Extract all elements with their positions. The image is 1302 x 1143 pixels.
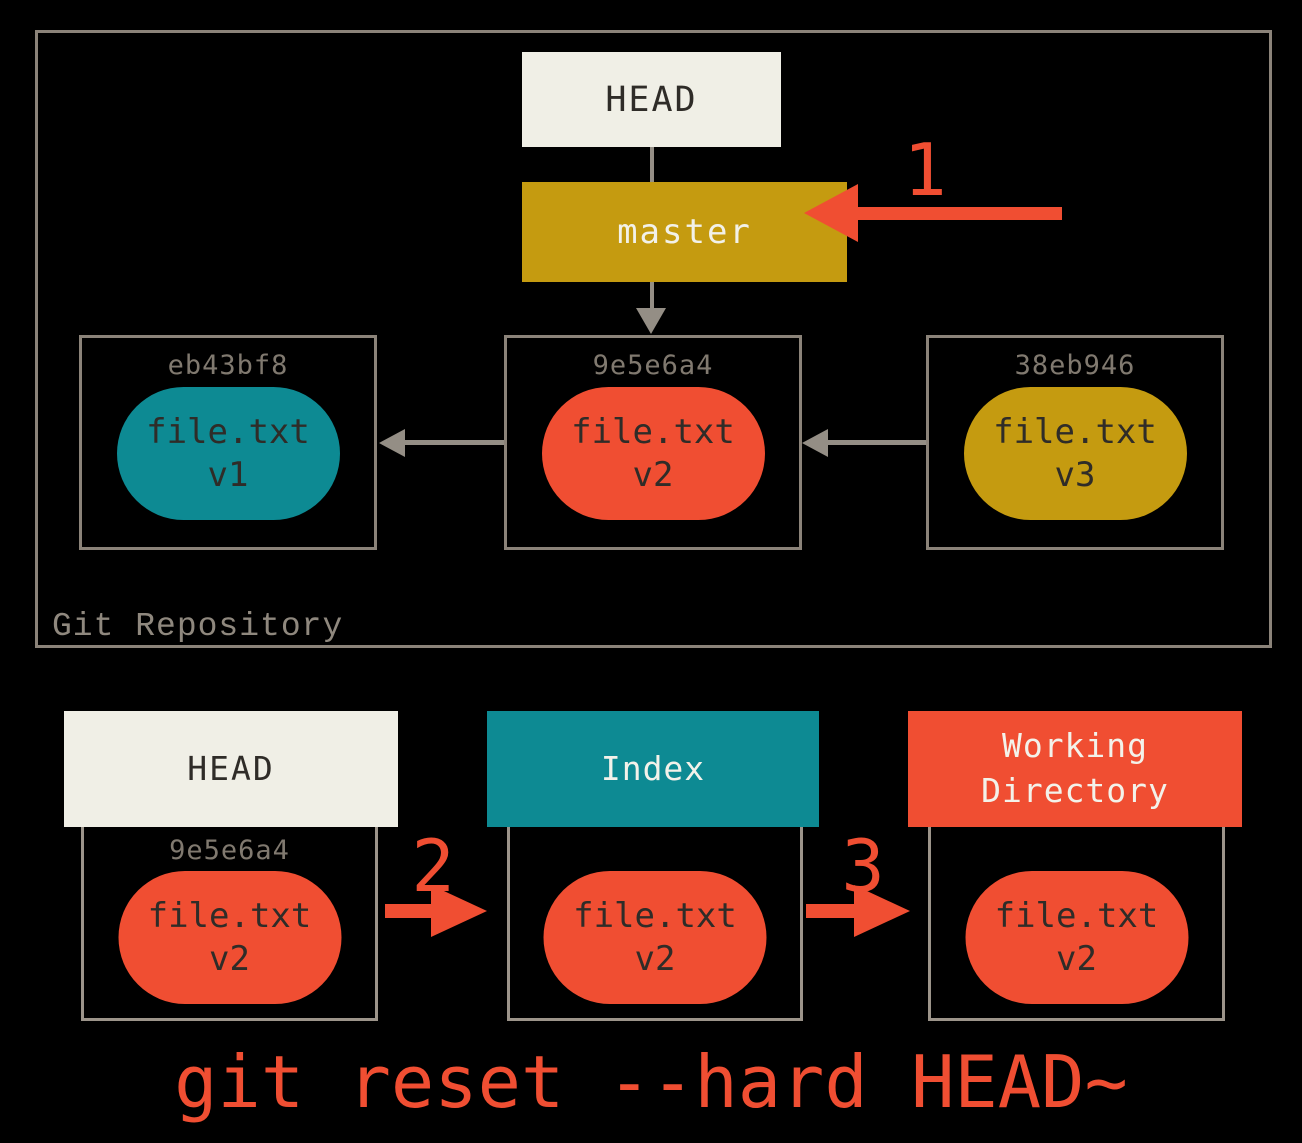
head-to-master-line: [650, 147, 654, 183]
index-area-box: file.txt v2: [507, 824, 803, 1021]
master-branch-box: master: [522, 182, 847, 282]
head-area-title: HEAD: [187, 748, 275, 788]
parent-arrow-line: [404, 440, 504, 445]
file-name-label: file.txt: [994, 895, 1159, 936]
head-area-header: HEAD: [64, 711, 398, 827]
working-directory-file-oval: file.txt v2: [965, 871, 1188, 1004]
working-directory-box: file.txt v2: [928, 824, 1225, 1021]
step3-arrowhead-icon: [854, 885, 910, 937]
index-area-header: Index: [487, 711, 819, 827]
parent-arrowhead-icon: [379, 429, 405, 457]
step2-arrowhead-icon: [431, 885, 487, 937]
step3-number: 3: [841, 824, 885, 908]
file-name-label: file.txt: [147, 895, 312, 936]
head-pointer-label: HEAD: [605, 79, 698, 120]
step1-arrow-line: [856, 207, 1062, 220]
file-version-label: v3: [1054, 454, 1096, 495]
commit-box-eb43bf8: eb43bf8 file.txt v1: [79, 335, 377, 550]
step1-arrowhead-icon: [804, 184, 858, 242]
head-area-file-oval: file.txt v2: [118, 871, 341, 1004]
file-name-label: file.txt: [146, 411, 310, 452]
commit-box-9e5e6a4: 9e5e6a4 file.txt v2: [504, 335, 802, 550]
index-area-file-oval: file.txt v2: [543, 871, 767, 1004]
parent-arrow-line: [827, 440, 926, 445]
git-repository-label: Git Repository: [52, 608, 344, 645]
git-repository-box: [35, 30, 1272, 648]
step2-number: 2: [411, 824, 455, 908]
file-version-label: v2: [632, 454, 674, 495]
master-to-commit-line: [650, 282, 654, 310]
head-area-box: 9e5e6a4 file.txt v2: [81, 824, 378, 1021]
file-name-label: file.txt: [993, 411, 1157, 452]
file-version-label: v2: [634, 938, 676, 979]
command-caption: git reset --hard HEAD~: [174, 1040, 1128, 1124]
commit-hash-label: 38eb946: [1014, 350, 1136, 381]
file-snapshot-oval-v2: file.txt v2: [541, 387, 765, 520]
head-area-hash-label: 9e5e6a4: [169, 835, 290, 866]
file-version-label: v1: [207, 454, 249, 495]
master-branch-label: master: [617, 212, 752, 252]
working-directory-header: Working Directory: [908, 711, 1242, 827]
file-snapshot-oval-v3: file.txt v3: [963, 387, 1187, 520]
file-name-label: file.txt: [573, 895, 737, 936]
step1-number: 1: [903, 128, 947, 212]
head-pointer-box: HEAD: [522, 52, 781, 147]
commit-hash-label: eb43bf8: [167, 350, 289, 381]
index-area-title: Index: [600, 748, 706, 788]
working-directory-title: Working Directory: [981, 726, 1169, 810]
master-to-commit-arrowhead-icon: [636, 308, 666, 334]
step3-arrow-line: [806, 904, 858, 918]
commit-box-38eb946: 38eb946 file.txt v3: [926, 335, 1224, 550]
commit-hash-label: 9e5e6a4: [592, 350, 714, 381]
file-version-label: v2: [1056, 938, 1097, 979]
file-snapshot-oval-v1: file.txt v1: [116, 387, 340, 520]
step2-arrow-line: [385, 904, 435, 918]
file-name-label: file.txt: [571, 411, 735, 452]
parent-arrowhead-icon: [802, 429, 828, 457]
file-version-label: v2: [209, 938, 250, 979]
